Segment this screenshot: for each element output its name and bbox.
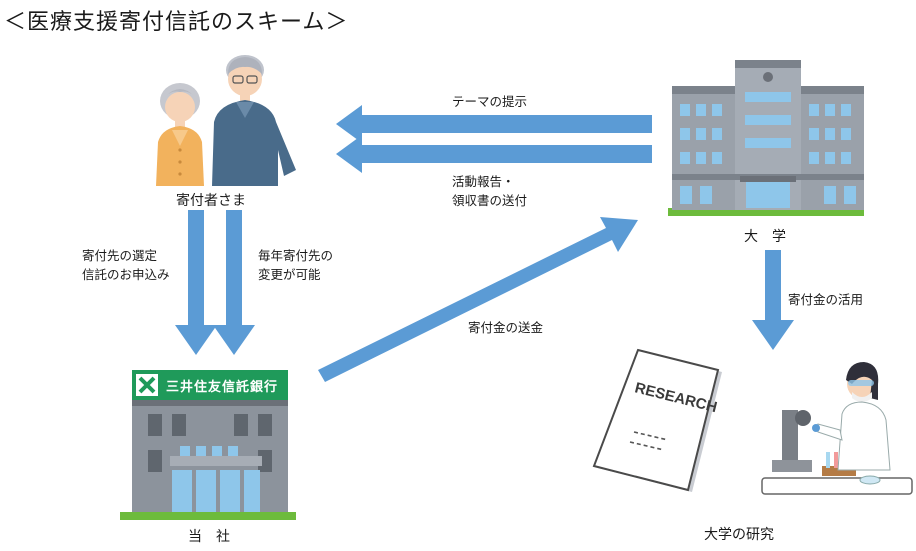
edge-label-report: 活動報告・ 領収書の送付 — [452, 172, 527, 210]
edge-label-report-line1: 活動報告・ — [452, 174, 515, 189]
edge-label-select-line2: 信託のお申込み — [82, 267, 170, 282]
edge-label-use: 寄付金の活用 — [788, 292, 864, 307]
arrow-select — [175, 210, 217, 355]
research-label: 大学の研究 — [704, 527, 774, 543]
edge-label-select: 寄付先の選定 信託のお申込み — [82, 246, 170, 284]
page-title: ＜医療支援寄付信託のスキーム＞ — [4, 10, 349, 35]
arrow-change — [213, 210, 255, 355]
edge-label-report-line2: 領収書の送付 — [452, 193, 528, 208]
bank-sign-text: 三井住友信託銀行 — [166, 380, 279, 395]
edge-label-change: 毎年寄付先の 変更が可能 — [258, 246, 333, 284]
edge-label-change-line2: 変更が可能 — [258, 267, 321, 282]
researcher-illustration — [761, 362, 913, 495]
edge-label-theme: テーマの提示 — [452, 94, 528, 109]
edge-label-send: 寄付金の送金 — [468, 320, 544, 335]
company-building — [120, 370, 296, 520]
arrow-theme — [336, 105, 652, 143]
university-building — [668, 60, 864, 216]
arrow-use — [752, 250, 794, 350]
edge-label-select-line1: 寄付先の選定 — [82, 248, 158, 263]
university-label: 大 学 — [744, 229, 786, 245]
company-label: 当 社 — [188, 529, 230, 545]
research-document: RESEARCH — [592, 348, 722, 492]
arrow-report — [336, 135, 652, 173]
donors-illustration — [156, 55, 296, 186]
arrow-send — [318, 217, 638, 382]
donors-label: 寄付者さま — [176, 193, 246, 209]
edge-label-change-line1: 毎年寄付先の — [258, 248, 334, 263]
